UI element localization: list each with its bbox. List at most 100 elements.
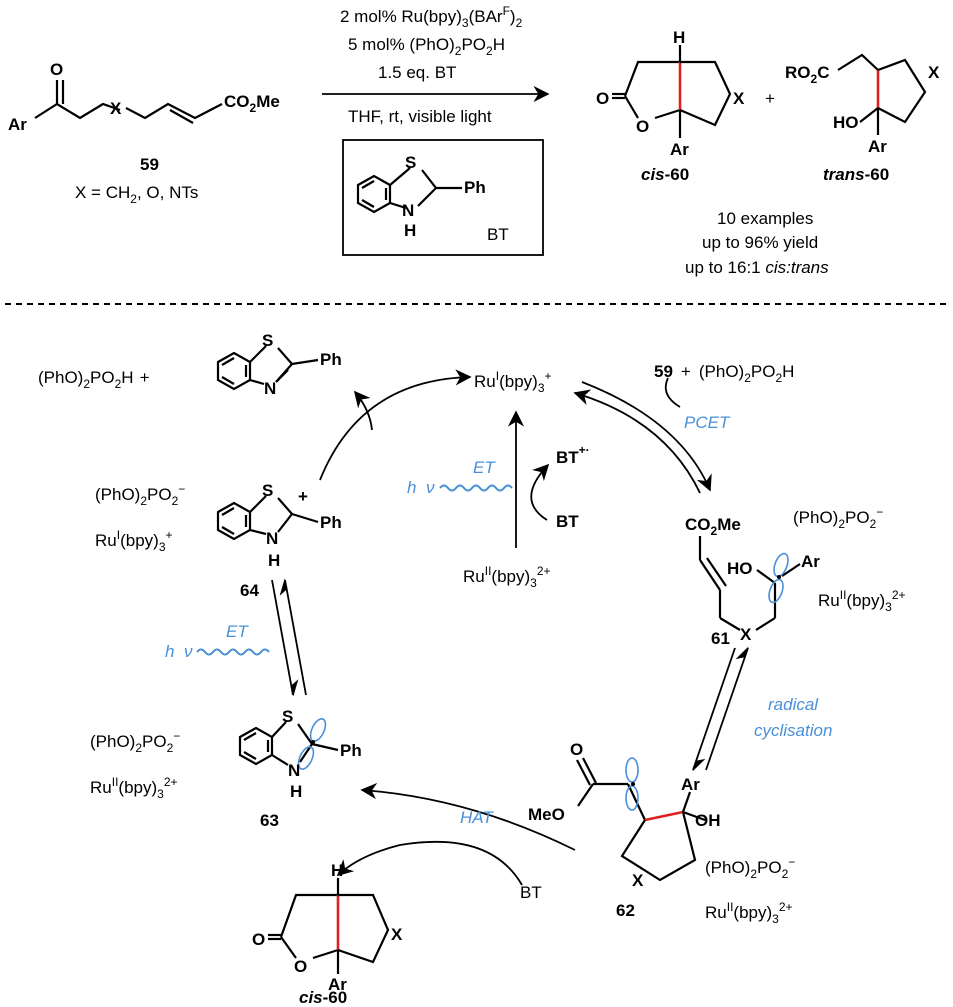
svg-text:S: S — [262, 331, 273, 350]
product-cis-60: O O H Ar X cis-60 — [596, 28, 745, 184]
svg-text:O: O — [294, 957, 307, 976]
product-cis-60-bottom: O O H Ar X cis-60 — [252, 861, 403, 1007]
x-59: X — [110, 99, 122, 118]
hv-wave-left — [196, 648, 270, 656]
arc-to-benzothiazole — [353, 390, 373, 431]
svg-text:10 examples: 10 examples — [717, 209, 813, 228]
svg-text:trans-60: trans-60 — [823, 165, 889, 184]
svg-text:O: O — [570, 740, 583, 759]
scope-summary: 10 examples up to 96% yield up to 16:1 c… — [685, 209, 829, 277]
label-62: 62 — [616, 901, 635, 920]
hat-label: HAT — [460, 808, 494, 827]
svg-text:Ph: Ph — [464, 178, 486, 197]
phosphate-64: (PhO)2PO2− — [95, 482, 185, 508]
radical-label-1: radical — [768, 695, 819, 714]
plus-products: + — [765, 89, 775, 108]
product-trans-60: RO2C HO Ar X trans-60 — [785, 53, 940, 184]
svg-text:O: O — [252, 930, 265, 949]
ketone-o: O — [50, 60, 63, 79]
svg-text:Ar: Ar — [868, 137, 887, 156]
svg-text:Ph: Ph — [340, 741, 362, 760]
intermediate-63: S Ph N H 63 — [238, 707, 362, 830]
substrate-entry: 59+(PhO)2PO2H — [654, 362, 794, 385]
svg-text:Ar: Ar — [681, 775, 700, 794]
pcet-reverse — [573, 389, 701, 494]
bt-box — [342, 139, 544, 256]
svg-text:X: X — [733, 89, 745, 108]
svg-text:O: O — [596, 89, 609, 108]
svg-text:ν: ν — [426, 478, 435, 497]
svg-text:2 mol% Ru(bpy)3(BArF)2: 2 mol% Ru(bpy)3(BArF)2 — [340, 4, 523, 30]
ru-ii-center: RuII(bpy)32+ — [463, 564, 551, 590]
label-64: 64 — [240, 581, 259, 600]
svg-text:N: N — [402, 201, 414, 220]
svg-text:up to 96% yield: up to 96% yield — [702, 233, 818, 252]
svg-text:H: H — [673, 28, 685, 47]
eq-61-62-down — [692, 647, 736, 772]
bt-oxidation-arc — [530, 463, 550, 521]
svg-text:N: N — [288, 761, 300, 780]
svg-text:Ar: Ar — [670, 140, 689, 159]
svg-text:H: H — [404, 221, 416, 240]
substrate-in-arc — [664, 377, 681, 408]
ru-ii-63: RuII(bpy)32+ — [90, 775, 178, 801]
bt-bottom: BT — [520, 883, 542, 902]
svg-text:h: h — [165, 642, 174, 661]
svg-text:Ar: Ar — [801, 552, 820, 571]
svg-text:5 mol% (PhO)2PO2H: 5 mol% (PhO)2PO2H — [348, 35, 505, 58]
eq-64-63-up — [279, 578, 307, 696]
svg-text:Ar: Ar — [328, 975, 347, 994]
et-label-center: ET — [473, 458, 496, 477]
phosphate-62: (PhO)2PO2− — [705, 855, 795, 881]
svg-text:X: X — [740, 625, 752, 644]
ar-59: Ar — [8, 115, 27, 134]
co2me-59: CO2Me — [224, 92, 280, 115]
svg-text:H: H — [290, 782, 302, 801]
svg-text:H: H — [268, 551, 280, 570]
svg-text:H: H — [331, 861, 343, 880]
svg-text:O: O — [636, 117, 649, 136]
svg-text:S: S — [282, 707, 293, 726]
svg-text:BT: BT — [487, 225, 509, 244]
svg-text:ν: ν — [184, 642, 193, 661]
phosphate-63: (PhO)2PO2− — [90, 729, 180, 755]
arc-64-to-ru1 — [319, 369, 472, 481]
svg-text:+: + — [298, 487, 308, 506]
svg-text:up to 16:1 cis:trans: up to 16:1 cis:trans — [685, 258, 829, 277]
ru-i-64: RuI(bpy)3+ — [95, 528, 173, 554]
svg-text:S: S — [262, 481, 273, 500]
hat-arrow — [360, 783, 576, 851]
svg-text:MeO: MeO — [528, 805, 565, 824]
eq-64-63-down — [271, 579, 299, 697]
pcet-forward — [581, 381, 712, 492]
svg-text:S: S — [405, 153, 416, 172]
svg-text:THF, rt, visible light: THF, rt, visible light — [348, 107, 492, 126]
bt-donor: BT — [556, 512, 579, 531]
svg-text:Ph: Ph — [320, 513, 342, 532]
svg-text:h: h — [407, 478, 416, 497]
label-59: 59 — [140, 155, 159, 174]
svg-text:1.5 eq. BT: 1.5 eq. BT — [378, 63, 456, 82]
benzothiazole: S Ph N — [216, 331, 342, 398]
svg-text:N: N — [264, 379, 276, 398]
svg-text:N: N — [266, 529, 278, 548]
svg-text:OH: OH — [695, 811, 721, 830]
svg-text:X: X — [391, 925, 403, 944]
intermediate-62: O MeO Ar OH X 62 — [528, 740, 721, 920]
x-definition: X = CH2, O, NTs — [75, 183, 198, 206]
label-61: 61 — [711, 629, 730, 648]
ru-i-top: RuI(bpy)3+ — [474, 369, 552, 395]
phosphate-61: (PhO)2PO2− — [793, 505, 883, 531]
svg-text:cis-60: cis-60 — [641, 165, 689, 184]
acid-regenerated: (PhO)2PO2H+ — [38, 368, 150, 391]
intermediate-61: CO2Me HO Ar X 61 — [685, 515, 820, 648]
svg-text:Ph: Ph — [320, 350, 342, 369]
starting-material-59: O Ar X CO2Me 59 X = CH2, O, NTs — [8, 60, 280, 206]
et-label-left: ET — [226, 622, 249, 641]
reaction-conditions: 2 mol% Ru(bpy)3(BArF)2 5 mol% (PhO)2PO2H… — [322, 4, 550, 256]
eq-61-62-up — [705, 646, 749, 771]
bt-to-product-arrow — [336, 840, 523, 886]
bt-radical-cation: BT+· — [556, 443, 590, 467]
svg-text:X: X — [928, 63, 940, 82]
svg-text:HO: HO — [727, 559, 753, 578]
